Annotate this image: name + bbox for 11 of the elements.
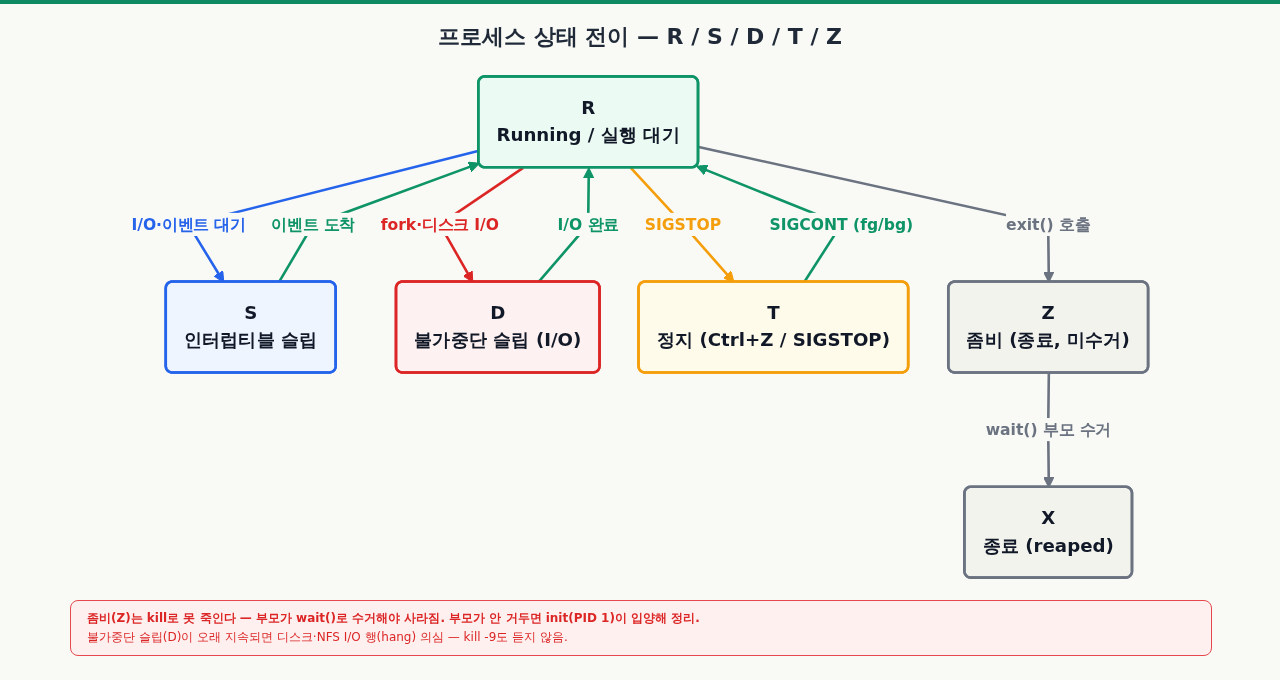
edge-label: fork·디스크 I/O [380,215,500,234]
diagram-title: 프로세스 상태 전이 — R / S / D / T / Z [437,23,843,51]
edge-label: wait() 부모 수거 [985,420,1111,439]
edge-label: SIGSTOP [645,215,722,234]
edge-label: exit() 호출 [1006,215,1091,234]
edge-label: I/O 완료 [557,215,620,234]
note-text: 좀비(Z)는 kill로 못 죽인다 — 부모가 wait()로 수거해야 사라짐. 부모가 안 거두면 init(PID 1)이 입양해 정리. [87,610,700,627]
note-text: 불가중단 슬립(D)이 오래 지속되면 디스크·NFS I/O 행(hang) 의심 — kill -9도 듣지 않음. [87,629,568,646]
edge-label: SIGCONT (fg/bg) [769,215,914,234]
edge-label: 이벤트 도착 [271,215,355,234]
edge-label: I/O·이벤트 대기 [131,215,246,234]
